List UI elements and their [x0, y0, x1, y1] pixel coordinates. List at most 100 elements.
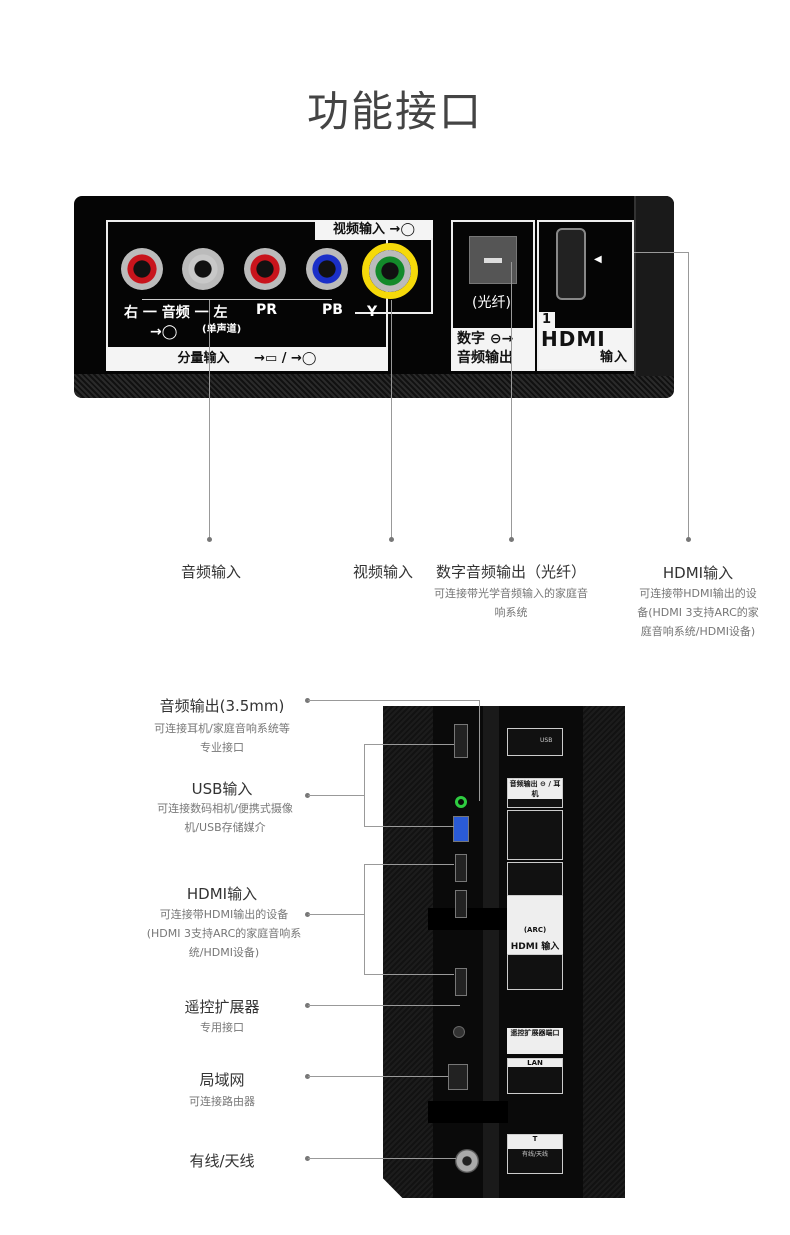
callout-hdmi-side-desc: 可连接带HDMI输出的设备(HDMI 3支持ARC的家庭音响系统/HDMI设备) — [146, 908, 302, 959]
callout-ir-title: 遥控扩展器 — [184, 998, 260, 1016]
leader-dot — [305, 912, 310, 917]
audio-bracket — [142, 299, 332, 300]
callout-optical-desc: 可连接带光学音频输入的家庭音响系统 — [434, 587, 588, 619]
rear-panel-top: 分量输入 →▭ / →◯ 视频输入 →◯ 右 一 音频 一 左 (单声道) →◯… — [74, 196, 674, 398]
panel-texture — [74, 374, 674, 398]
pr-label: PR — [256, 302, 278, 318]
usb-label: USB — [540, 737, 553, 744]
leader-hdmi-side — [308, 914, 364, 915]
video-y-jack[interactable] — [369, 250, 411, 292]
input-arrow-icon: →◯ — [389, 222, 415, 237]
leader-hdmi — [688, 252, 689, 538]
callout-antenna-title: 有线/天线 — [189, 1152, 255, 1170]
leader-ir — [308, 1005, 460, 1006]
ir-card: 遥控扩展器端口 — [507, 1028, 563, 1054]
hdmi2-card — [507, 862, 563, 896]
leader-audio-out-v — [479, 700, 480, 801]
leader-usb1 — [364, 744, 454, 745]
pb-label: PB — [322, 302, 343, 318]
panel-divider — [483, 706, 499, 1198]
callout-usb-desc: 可连接数码相机/便携式摄像机/USB存储媒介 — [157, 802, 293, 834]
callout-hdmi-title: HDMI输入 — [662, 564, 734, 582]
clip — [428, 1101, 508, 1123]
leader-dot — [305, 1074, 310, 1079]
leader-lan — [308, 1076, 448, 1077]
hdmi-box — [537, 220, 634, 371]
pb-jack[interactable] — [306, 248, 348, 290]
video-box — [355, 238, 433, 314]
optical-label: (光纤) — [472, 295, 511, 311]
headphone-jack[interactable] — [455, 796, 467, 808]
callout-hdmi-desc: 可连接带HDMI输出的设备(HDMI 3支持ARC的家庭音响系统/HDMI设备) — [637, 587, 759, 638]
hdmi3-port[interactable] — [455, 890, 467, 918]
ir-label: 遥控扩展器端口 — [510, 1029, 560, 1037]
leader-dot — [305, 1003, 310, 1008]
callout-audio-in-title: 音频输入 — [180, 563, 241, 581]
digital-audio-line1: 数字 — [457, 331, 485, 347]
callout-ir-desc: 专用接口 — [200, 1021, 244, 1034]
usb1-port[interactable] — [454, 724, 468, 758]
hdmi-logo: HDMI — [510, 942, 539, 952]
headphone-card: 音频输出 ⊖ / 耳机 — [507, 778, 563, 808]
leader-hdmi-bracket — [364, 864, 365, 974]
leader-hdmi4 — [364, 974, 454, 975]
hdmi-label-bar: HDMI 输入 — [539, 328, 632, 369]
callout-video-in-title: 视频输入 — [352, 563, 413, 581]
pr-jack[interactable] — [244, 248, 286, 290]
leader-dot — [509, 537, 514, 542]
usb1-card: USB — [507, 728, 563, 756]
hdmi4-card — [507, 954, 563, 990]
panel-edge — [634, 196, 674, 376]
ir-port[interactable] — [453, 1026, 465, 1038]
lan-label: LAN — [508, 1059, 562, 1067]
component-label-bar: 分量输入 →▭ / →◯ — [106, 347, 388, 371]
hdmi-number: 1 — [539, 312, 555, 330]
clip — [428, 908, 508, 930]
hdmi-arrow-icon: ◀ — [594, 254, 602, 265]
antenna-icon: T — [508, 1135, 562, 1149]
y-label: Y — [367, 304, 378, 320]
digital-audio-label-bar: 数字 ⊖→ 音频输出 — [451, 328, 535, 371]
hdmi-in: 输入 — [541, 942, 560, 952]
page-title: 功能接口 — [306, 87, 483, 136]
audio-label: 右 一 音频 一 左 — [124, 305, 228, 321]
optical-port[interactable] — [469, 236, 517, 284]
hdmi-in-label: 输入 — [599, 350, 628, 365]
leader-optical — [511, 262, 512, 538]
antenna-port[interactable] — [455, 1149, 479, 1173]
audio-left-jack[interactable] — [182, 248, 224, 290]
leader-video-in — [391, 300, 392, 538]
leader-audio-out — [308, 700, 479, 701]
leader-audio-in — [209, 300, 210, 538]
video-in-label-bar: 视频输入 →◯ — [315, 220, 433, 240]
usb23-card — [507, 810, 563, 860]
hdmi4-port[interactable] — [455, 968, 467, 996]
hdmi3-card: (ARC) — [507, 896, 563, 940]
leader-dot — [389, 537, 394, 542]
lan-port[interactable] — [448, 1064, 468, 1090]
leader-hdmi-h — [634, 252, 688, 253]
leader-usb3 — [364, 826, 454, 827]
audio-in-icon: →◯ — [150, 324, 178, 340]
headphone-label: 音频输出 ⊖ / 耳机 — [508, 779, 562, 799]
digital-audio-line2: 音频输出 — [457, 350, 513, 366]
callout-audio-out-desc: 可连接耳机/家庭音响系统等专业接口 — [154, 722, 290, 754]
callout-lan-title: 局域网 — [199, 1071, 245, 1089]
lan-card: LAN — [507, 1058, 563, 1094]
leader-hdmi2 — [364, 864, 454, 865]
hdmi-port[interactable] — [556, 228, 586, 300]
arc-label: (ARC) — [507, 926, 563, 934]
leader-usb-bracket — [364, 744, 365, 826]
hdmi2-port[interactable] — [455, 854, 467, 882]
hdmi-logo: HDMI — [541, 327, 606, 351]
video-ring — [362, 243, 418, 299]
callout-hdmi-side-title: HDMI输入 — [186, 885, 258, 903]
usb3-port[interactable] — [453, 816, 469, 842]
leader-antenna — [308, 1158, 456, 1159]
callout-audio-out-title: 音频输出(3.5mm) — [159, 697, 285, 715]
antenna-label: 有线/天线 — [521, 1151, 549, 1158]
audio-right-jack[interactable] — [121, 248, 163, 290]
rear-panel-side: USB 音频输出 ⊖ / 耳机 (ARC) HDMI 输入 遥控扩展器端口 LA… — [383, 706, 625, 1198]
component-symbols: →▭ / →◯ — [254, 351, 317, 366]
mono-label: (单声道) — [202, 324, 242, 335]
